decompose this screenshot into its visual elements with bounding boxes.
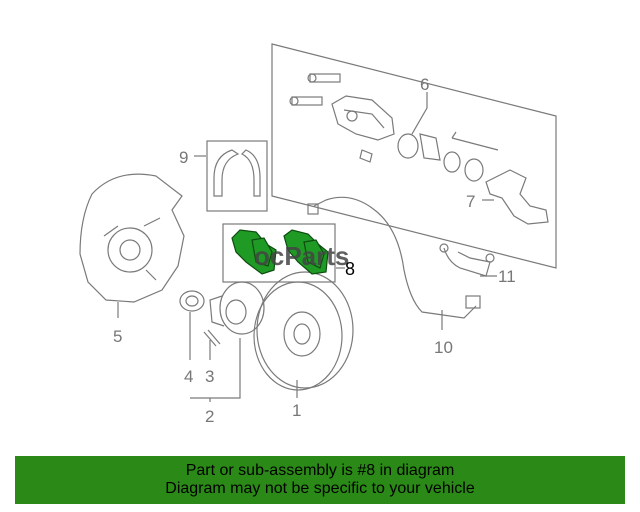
piston-seals-illustration bbox=[359, 131, 499, 182]
shoe-kit-box bbox=[206, 140, 268, 212]
caliper-illustration bbox=[331, 95, 395, 141]
callout-2: 2 bbox=[205, 407, 214, 426]
brake-pads-highlight bbox=[231, 229, 329, 275]
parts-diagram: ocParts 6 9 7 8 11 10 5 4 3 2 1 bbox=[79, 43, 557, 426]
callout-11: 11 bbox=[498, 267, 516, 286]
abs-sensor-illustration bbox=[307, 196, 481, 319]
callout-9: 9 bbox=[179, 148, 188, 167]
brake-pad-box bbox=[222, 223, 336, 283]
info-banner: Part or sub-assembly is #8 in diagram Di… bbox=[15, 456, 625, 504]
watermark: ocParts bbox=[254, 241, 349, 271]
callout-10: 10 bbox=[434, 338, 453, 357]
sensor-bracket-illustration bbox=[439, 243, 495, 277]
bearing-illustration bbox=[179, 290, 205, 312]
callout-8: 8 bbox=[345, 259, 355, 279]
banner-line-1: Part or sub-assembly is #8 in diagram bbox=[185, 462, 455, 479]
leader-lines bbox=[117, 92, 497, 402]
backing-plate-illustration bbox=[79, 173, 185, 303]
rotor-illustration bbox=[253, 271, 354, 391]
callout-3: 3 bbox=[205, 367, 214, 386]
bolts-illustration bbox=[289, 73, 341, 106]
hub-illustration bbox=[209, 281, 265, 335]
wheel-stud-illustration bbox=[203, 329, 221, 347]
caliper-bracket-illustration bbox=[485, 169, 549, 225]
callout-5: 5 bbox=[113, 327, 122, 346]
callout-1: 1 bbox=[292, 401, 301, 420]
brake-shoes-illustration bbox=[213, 149, 261, 197]
callout-7: 7 bbox=[466, 192, 475, 211]
banner-line-2: Diagram may not be specific to your vehi… bbox=[165, 480, 475, 497]
callout-6: 6 bbox=[420, 75, 429, 94]
callout-4: 4 bbox=[184, 367, 193, 386]
